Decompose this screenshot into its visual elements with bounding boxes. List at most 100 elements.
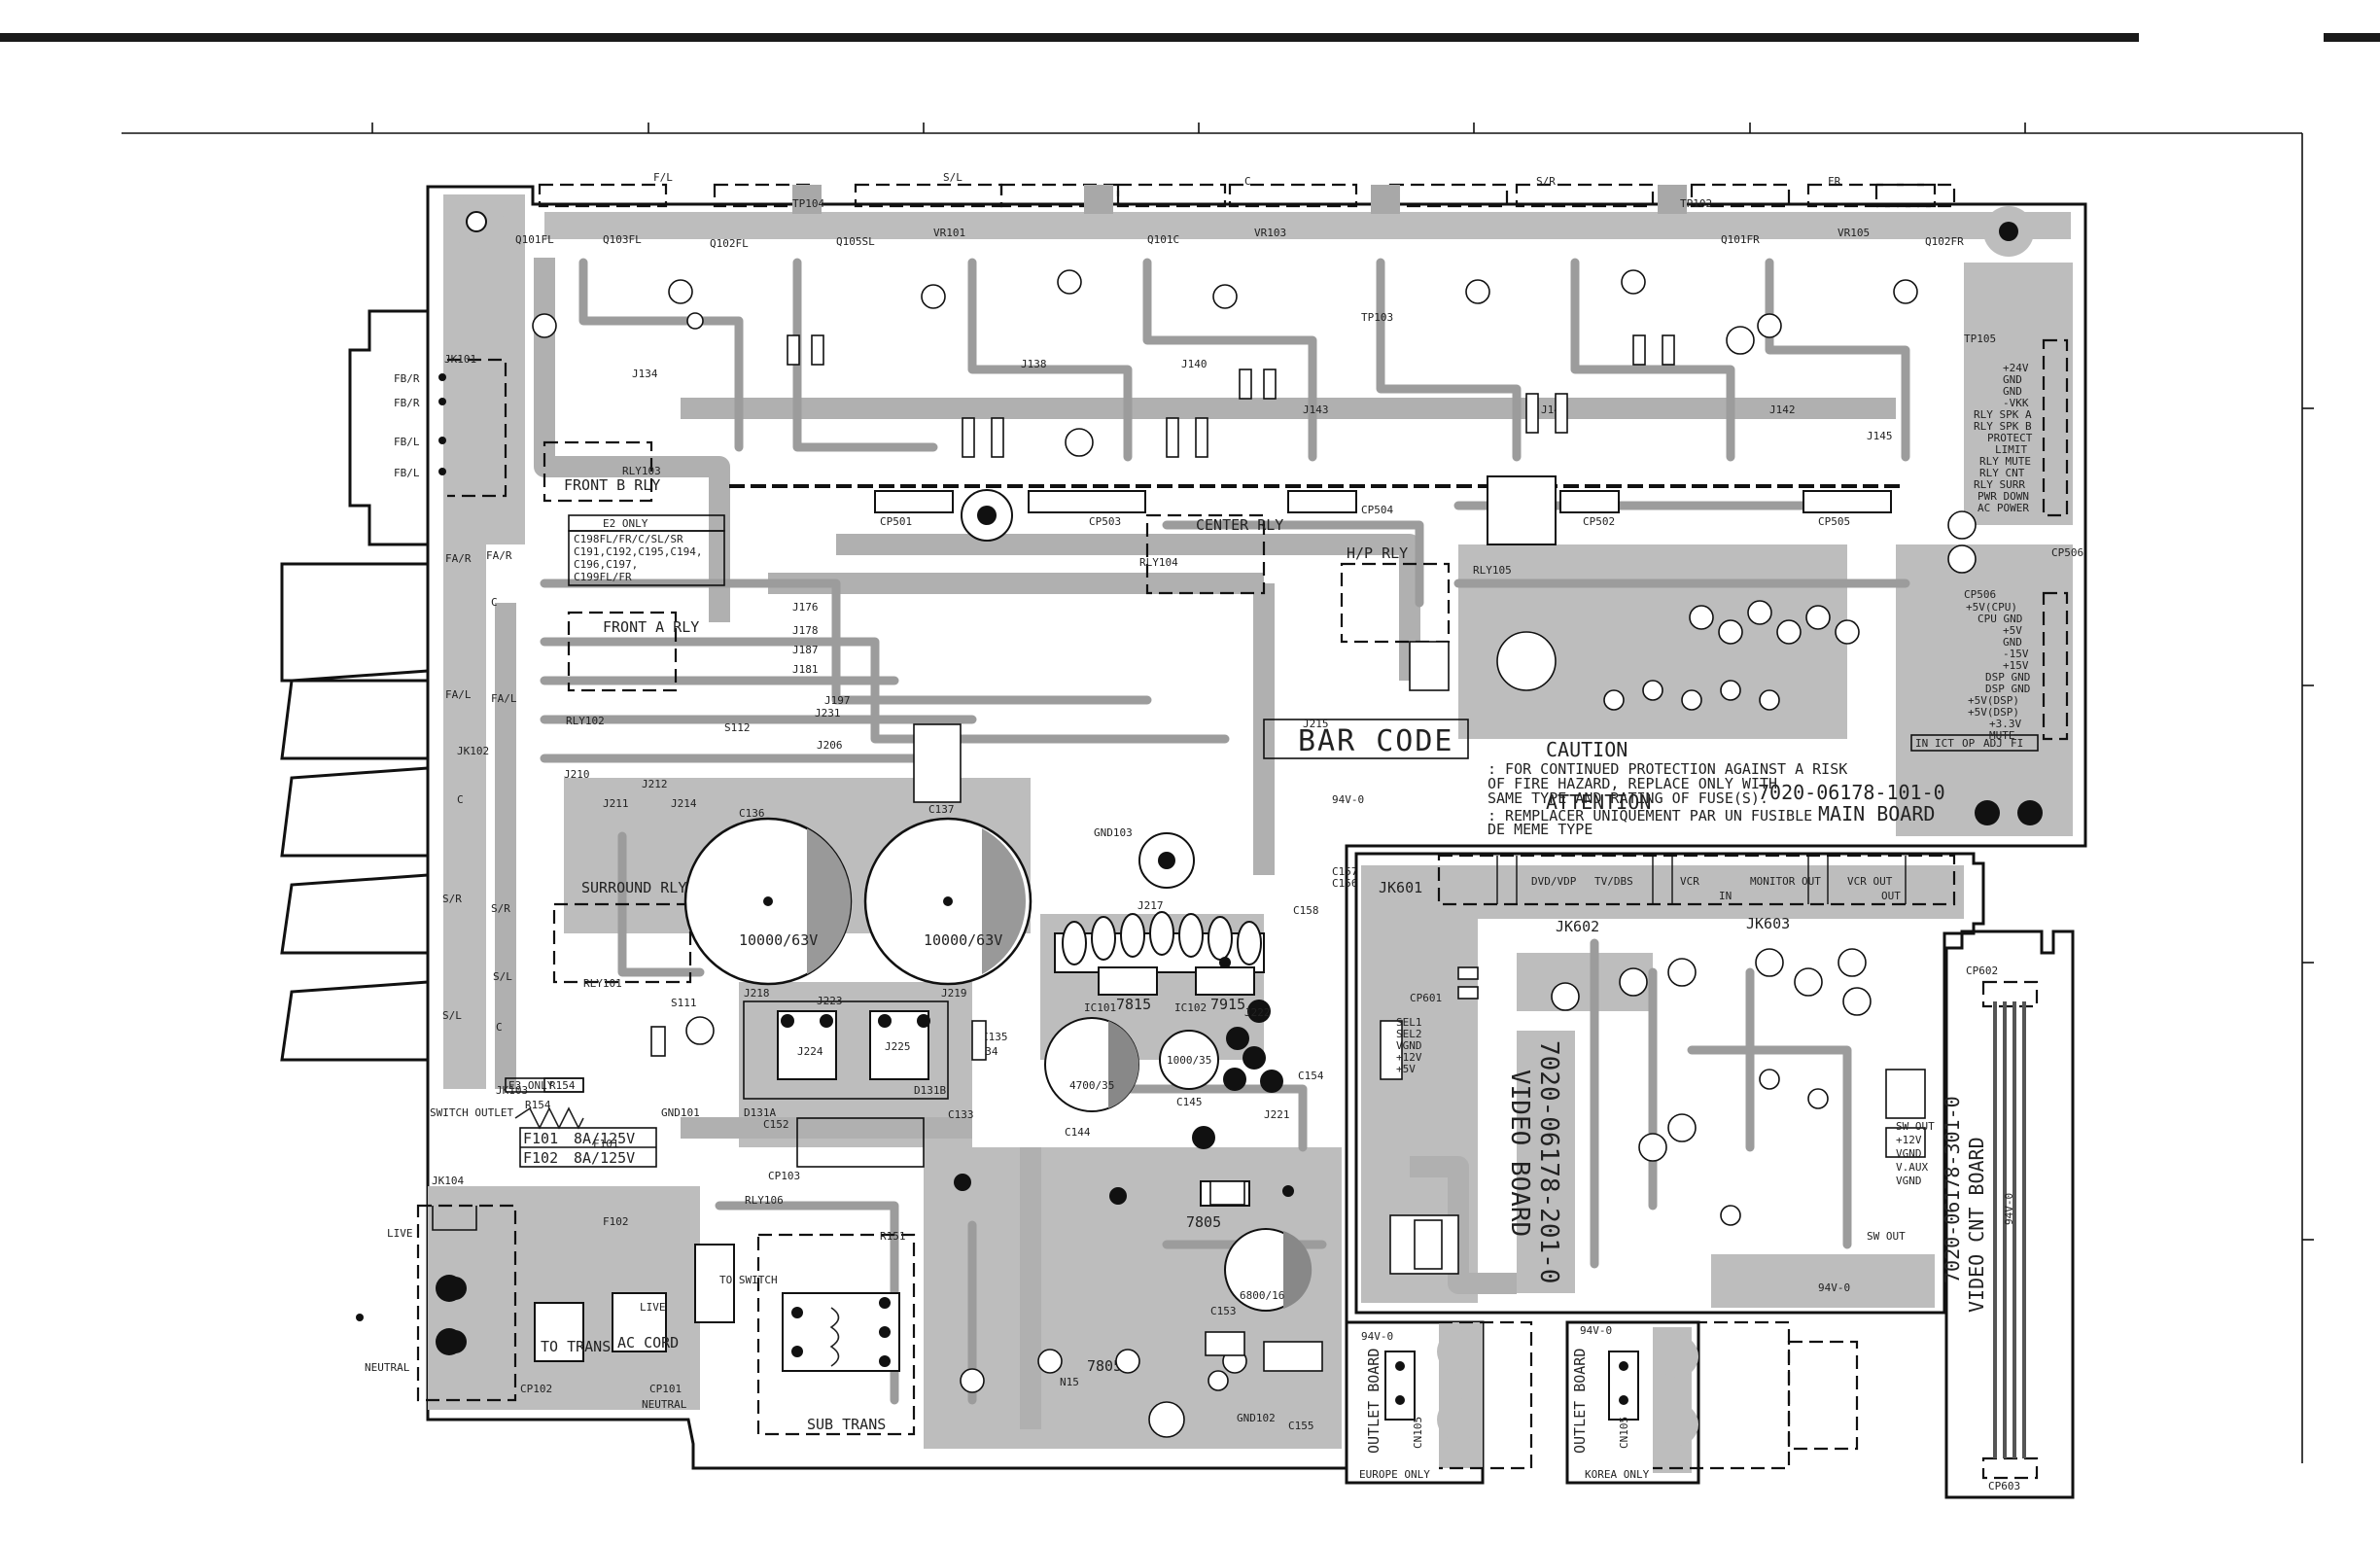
outlet-board-korea-name: OUTLET BOARD (1571, 1349, 1589, 1454)
video-board-pin-labels-2: SW OUT +12V VGND V.AUX VGND SW OUT (1867, 1120, 1935, 1243)
jack-sl-1: S/L (493, 970, 512, 983)
svg-text:TP104: TP104 (792, 197, 824, 210)
svg-text:J134: J134 (632, 368, 658, 380)
ul-marking-video-cnt: 94V-0 (2003, 1193, 2015, 1225)
svg-text:VGND: VGND (1896, 1175, 1922, 1187)
svg-text:MONITOR OUT: MONITOR OUT (1750, 875, 1821, 888)
svg-text:ICT: ICT (1935, 737, 1954, 750)
svg-text:S112: S112 (724, 721, 751, 734)
svg-text:S111: S111 (671, 997, 697, 1009)
top-label-sr: S/R (1536, 175, 1556, 188)
svg-text:SEL2: SEL2 (1396, 1028, 1422, 1040)
svg-text:DE MEME TYPE: DE MEME TYPE (1488, 821, 1592, 838)
ul-marking-video: 94V-0 (1818, 1281, 1850, 1294)
heatsink: 7815 IC101 7915 IC102 (1054, 911, 1265, 1014)
svg-text:PWR DOWN: PWR DOWN (1978, 490, 2029, 503)
jack-far-1: FA/R (445, 552, 472, 565)
svg-text:VCR: VCR (1680, 875, 1699, 888)
svg-text:C157: C157 (1332, 865, 1358, 878)
svg-text:VCR OUT: VCR OUT (1847, 875, 1893, 888)
svg-text:C155: C155 (1288, 1420, 1314, 1432)
svg-text:J223: J223 (817, 995, 843, 1007)
svg-text:SUB TRANS: SUB TRANS (807, 1416, 886, 1433)
svg-text:C158: C158 (1293, 904, 1319, 917)
right-connector-pins-2: +5V(CPU) CPU GND +5V GND -15V +15V DSP G… (1966, 591, 2069, 742)
svg-text:GND: GND (2003, 373, 2022, 386)
svg-text:SW OUT: SW OUT (1867, 1230, 1906, 1243)
svg-text:1000/35: 1000/35 (1167, 1054, 1211, 1067)
jack-fbr-2: FB/R (394, 397, 420, 409)
cap-c153: 6800/16 C153 (1210, 1228, 1312, 1317)
main-board-part-number: 7020-06178-101-0 (1758, 781, 1945, 804)
svg-text:CP602: CP602 (1966, 965, 1998, 977)
svg-text:TO SWITCH: TO SWITCH (719, 1274, 778, 1286)
relay-center-label: CENTER RLY (1196, 516, 1283, 534)
svg-text:Q102FL: Q102FL (710, 237, 749, 250)
main-board-name: MAIN BOARD (1818, 802, 1935, 825)
mounting-holes (449, 194, 2043, 825)
video-cnt-board: CP602 CP603 7020-06178-301-0 VIDEO CNT B… (1941, 930, 2075, 1499)
cp-headers: CP501 CP503 CP504 CP502 CP505 CP506 CP50… (874, 475, 2083, 601)
svg-text:NEUTRAL: NEUTRAL (365, 1361, 410, 1374)
svg-text:F102: F102 (523, 1149, 558, 1167)
svg-text:J212: J212 (642, 778, 668, 790)
svg-text:SWITCH OUTLET: SWITCH OUTLET (430, 1106, 513, 1119)
svg-text:LIVE: LIVE (387, 1227, 413, 1240)
svg-text:F101: F101 (523, 1130, 558, 1147)
jack-jk602: JK602 (1556, 918, 1599, 935)
video-cnt-board-name: VIDEO CNT BOARD (1965, 1137, 1988, 1313)
svg-text:C135: C135 (982, 1031, 1008, 1043)
svg-text:CP505: CP505 (1818, 515, 1850, 528)
jack-sr-1: S/R (442, 893, 462, 905)
svg-text:CP503: CP503 (1089, 515, 1121, 528)
top-label-sl: S/L (943, 171, 962, 184)
svg-text:J140: J140 (1181, 358, 1208, 370)
relay-surround-label: SURROUND RLY (581, 879, 686, 896)
svg-text:+5V: +5V (2003, 624, 2022, 637)
svg-text:SEL1: SEL1 (1396, 1016, 1422, 1029)
svg-text:VGND: VGND (1896, 1147, 1922, 1160)
cap-c136: C136 10000/63V (683, 807, 853, 986)
svg-text:TO TRANS: TO TRANS (541, 1338, 611, 1355)
svg-text:SAME TYPE AND RATING OF FUSE(S: SAME TYPE AND RATING OF FUSE(S). (1488, 790, 1768, 807)
svg-text:GND103: GND103 (1094, 826, 1133, 839)
svg-text:IC101: IC101 (1084, 1001, 1116, 1014)
svg-text:7915: 7915 (1210, 996, 1245, 1013)
svg-text:+3.3V: +3.3V (1989, 718, 2021, 730)
cap-c144: 4700/35 C144 (1044, 1017, 1139, 1139)
svg-text:J214: J214 (671, 797, 697, 810)
top-label-fl: F/L (653, 171, 673, 184)
svg-text:GND101: GND101 (661, 1106, 700, 1119)
svg-text:F101: F101 (593, 1138, 619, 1150)
svg-text:AC CORD: AC CORD (617, 1334, 679, 1351)
transformer-tab (1787, 1340, 1859, 1451)
video-board: JK601 JK602 JK603 DVD/VDP TV/DBS VCR MON… (1354, 852, 1985, 1315)
jack-c-2: C (457, 793, 464, 806)
relay-surround: SURROUND RLY RLY101 (552, 879, 692, 990)
jack-c-1: C (491, 596, 498, 609)
svg-text:OUT: OUT (1881, 890, 1901, 902)
fuse-area: E3 ONLY R154 R154 SWITCH OUTLET F101 8A/… (430, 1077, 657, 1168)
top-label-fr: FR (1828, 175, 1841, 188)
barcode-label: BAR CODE (1298, 724, 1454, 758)
svg-text:N15: N15 (1060, 1376, 1079, 1388)
svg-text:J178: J178 (792, 624, 819, 637)
svg-text:C145: C145 (1176, 1096, 1203, 1108)
relay-front-a-ref: RLY102 (566, 715, 605, 727)
relay-hp-ref: RLY105 (1473, 564, 1512, 577)
jack-fbl-2: FB/L (394, 467, 420, 479)
svg-text:8A/125V: 8A/125V (574, 1149, 635, 1167)
svg-text:+5V(CPU): +5V(CPU) (1966, 601, 2017, 614)
svg-text:C196,C197,: C196,C197, (574, 558, 638, 571)
svg-text:J142: J142 (1769, 404, 1796, 416)
svg-text:C198FL/FR/C/SL/SR: C198FL/FR/C/SL/SR (574, 533, 683, 545)
svg-text:C137: C137 (928, 803, 955, 816)
svg-text:J221: J221 (1264, 1108, 1290, 1121)
svg-text:VR101: VR101 (933, 227, 965, 239)
selector-pot-center (977, 506, 997, 525)
svg-text:-VKK: -VKK (2003, 397, 2029, 409)
video-board-pin-labels: SEL1 SEL2 VGND +12V +5V CP601 (1396, 992, 1442, 1075)
svg-text:4700/35: 4700/35 (1069, 1079, 1114, 1092)
svg-text:RLY MUTE: RLY MUTE (1979, 455, 2031, 468)
